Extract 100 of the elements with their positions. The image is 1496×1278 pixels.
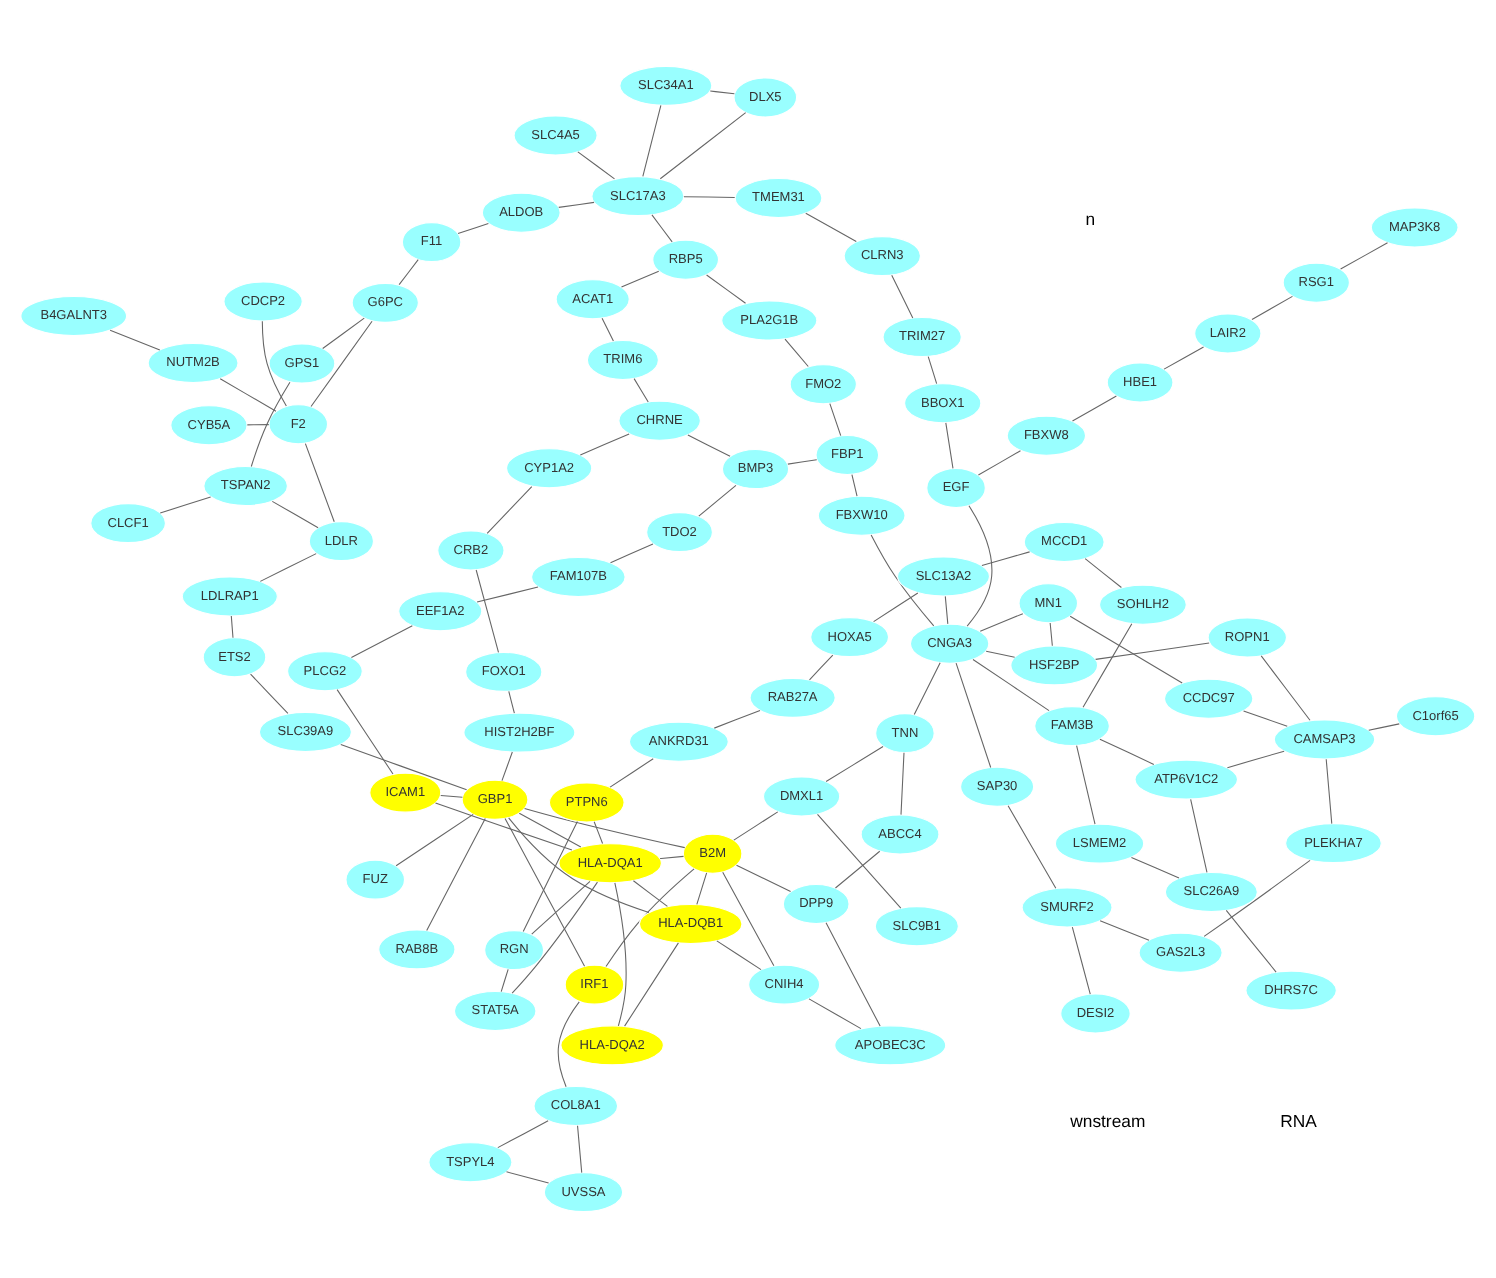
connector xyxy=(955,662,992,769)
connector xyxy=(250,673,289,714)
connector xyxy=(900,752,905,816)
connector xyxy=(524,807,686,849)
connector xyxy=(825,746,884,783)
connector xyxy=(1099,738,1155,765)
connector xyxy=(505,1171,550,1184)
connector xyxy=(977,450,1021,476)
connector xyxy=(808,998,862,1030)
connector xyxy=(913,662,941,716)
connector xyxy=(659,855,685,860)
connector xyxy=(1225,909,1277,973)
connector xyxy=(246,424,270,426)
connector xyxy=(891,274,914,319)
connector xyxy=(159,496,212,514)
connector xyxy=(1049,622,1053,647)
connector xyxy=(979,613,1024,632)
connector xyxy=(336,689,394,775)
connector xyxy=(808,654,834,681)
connector xyxy=(944,595,949,625)
connector xyxy=(261,320,287,407)
connector xyxy=(476,586,539,603)
connector xyxy=(614,882,627,1027)
connector xyxy=(1069,615,1183,684)
connector xyxy=(475,569,500,653)
connector xyxy=(945,422,954,469)
connector xyxy=(271,500,319,529)
connector xyxy=(633,378,649,403)
connector xyxy=(927,356,938,385)
connector xyxy=(440,794,463,798)
connector xyxy=(870,534,935,627)
connector xyxy=(1368,723,1400,731)
connector xyxy=(632,880,668,907)
connector xyxy=(683,196,736,198)
connector xyxy=(605,868,695,968)
connector xyxy=(1260,655,1311,721)
connector xyxy=(457,222,489,234)
connector xyxy=(805,212,857,243)
connector xyxy=(825,922,881,1027)
connector xyxy=(1099,920,1150,941)
label: n xyxy=(1085,209,1096,230)
connector xyxy=(395,813,474,867)
connector xyxy=(1203,859,1311,937)
connector xyxy=(1007,805,1057,889)
connector xyxy=(518,812,582,848)
connector xyxy=(508,817,650,913)
connector xyxy=(829,403,842,437)
connector xyxy=(486,485,533,534)
connector xyxy=(713,709,761,729)
connector xyxy=(610,543,654,564)
connector xyxy=(310,320,373,407)
connector xyxy=(787,459,818,465)
label: wnstream xyxy=(1070,1110,1146,1131)
connector xyxy=(340,744,468,791)
connector xyxy=(834,850,881,889)
connector xyxy=(784,338,809,368)
connector xyxy=(816,813,902,909)
connector xyxy=(511,881,598,994)
connector xyxy=(350,625,413,658)
connector xyxy=(579,433,630,456)
connector xyxy=(966,505,993,627)
connector xyxy=(733,811,779,841)
label: RNA xyxy=(1280,1110,1317,1131)
connector xyxy=(706,274,747,304)
connector xyxy=(558,201,595,208)
connector xyxy=(1340,242,1389,270)
connector xyxy=(219,378,277,412)
connector xyxy=(1163,346,1205,370)
connector xyxy=(504,817,586,967)
connector xyxy=(1071,395,1117,422)
connector xyxy=(698,484,737,517)
connector xyxy=(1095,642,1210,660)
connector xyxy=(1251,295,1293,321)
connector xyxy=(230,615,234,639)
connector xyxy=(1082,623,1133,708)
connector xyxy=(716,940,762,971)
connector xyxy=(1190,798,1208,873)
connector xyxy=(709,90,735,95)
connector xyxy=(659,112,747,180)
connector xyxy=(508,690,515,714)
connector xyxy=(1071,926,1091,995)
connector xyxy=(593,821,604,845)
connector xyxy=(651,214,673,243)
connector xyxy=(522,820,578,932)
connector xyxy=(1076,745,1096,825)
connector xyxy=(304,443,335,523)
connector xyxy=(1130,856,1180,879)
connector xyxy=(577,1125,583,1174)
connector xyxy=(557,1001,580,1088)
connector xyxy=(601,317,614,342)
connector xyxy=(426,817,486,932)
connector xyxy=(696,872,708,905)
connector xyxy=(434,802,573,851)
connector xyxy=(259,553,317,582)
connector xyxy=(873,592,919,623)
connector xyxy=(972,658,1050,712)
connector xyxy=(722,871,775,967)
connector xyxy=(1243,710,1288,727)
connector xyxy=(398,259,419,286)
connector xyxy=(851,473,858,497)
